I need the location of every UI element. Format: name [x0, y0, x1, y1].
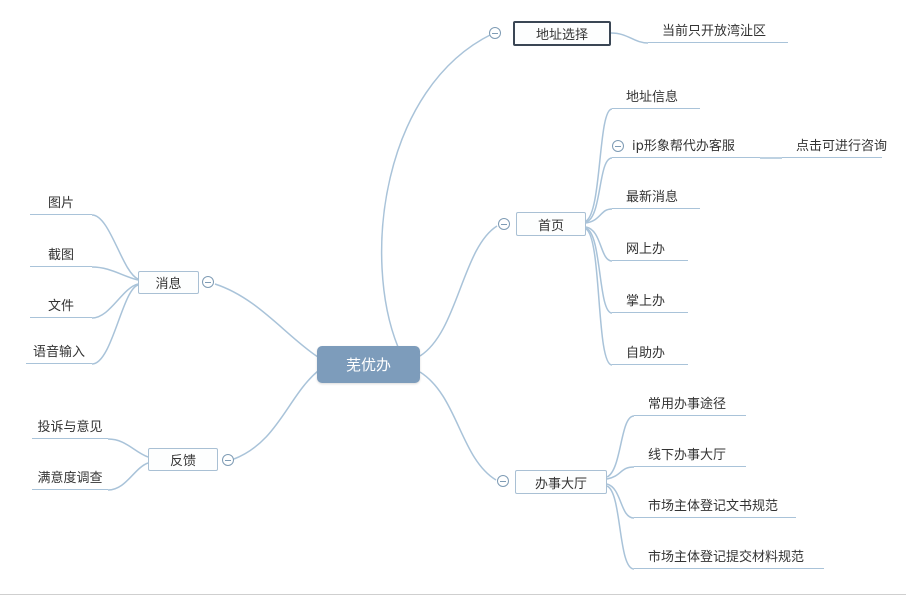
node-message-voice[interactable]: 语音输入	[26, 343, 92, 364]
edge-hall-child3	[606, 485, 635, 570]
collapse-icon-feedback[interactable]	[222, 454, 234, 466]
node-feedback-satisfaction[interactable]: 满意度调查	[32, 469, 108, 490]
node-message-screenshot[interactable]: 截图	[30, 246, 92, 267]
edge-root-feedback	[233, 370, 319, 460]
edge-home-child4	[585, 227, 613, 314]
node-address-select[interactable]: 地址选择	[513, 21, 611, 46]
node-home-online[interactable]: 网上办	[612, 240, 688, 261]
node-message-file[interactable]: 文件	[30, 297, 92, 318]
edge-root-hall	[419, 371, 497, 481]
edge-home-child2	[585, 208, 613, 224]
node-hall-common-ways[interactable]: 常用办事途径	[634, 395, 746, 416]
node-hall-doc-standard[interactable]: 市场主体登记文书规范	[634, 497, 796, 518]
node-feedback[interactable]: 反馈	[148, 448, 218, 471]
collapse-icon-address[interactable]	[489, 27, 501, 39]
root-node[interactable]: 芜优办	[317, 346, 420, 383]
node-home-ip-service[interactable]: ip形象帮代办客服	[612, 137, 760, 158]
collapse-icon-ip[interactable]	[612, 140, 624, 152]
edge-hall-child0	[606, 415, 635, 478]
collapse-icon-home[interactable]	[498, 218, 510, 230]
edge-home-child0	[585, 108, 613, 222]
node-hall-offline-hall[interactable]: 线下办事大厅	[634, 446, 746, 467]
node-hall-material-standard[interactable]: 市场主体登记提交材料规范	[634, 548, 824, 569]
edge-home-child5	[585, 228, 613, 366]
edge-message-child2	[91, 283, 139, 319]
node-ip-consult[interactable]: 点击可进行咨询	[782, 137, 887, 158]
node-home-address-info[interactable]: 地址信息	[612, 88, 700, 109]
node-home-mobile[interactable]: 掌上办	[612, 292, 688, 313]
edge-root-home	[419, 225, 498, 357]
edge-feedback-child0	[107, 438, 149, 458]
edge-home-child3	[585, 226, 613, 262]
node-home-latest-news[interactable]: 最新消息	[612, 188, 700, 209]
edge-home-child1	[585, 157, 613, 223]
node-hall[interactable]: 办事大厅	[515, 470, 607, 494]
collapse-icon-message[interactable]	[202, 276, 214, 288]
edge-hall-child2	[606, 483, 635, 519]
edge-address-note	[610, 32, 649, 44]
node-message-picture[interactable]: 图片	[30, 194, 92, 215]
edge-message-child0	[91, 214, 139, 280]
node-feedback-complaint[interactable]: 投诉与意见	[32, 418, 108, 439]
node-message[interactable]: 消息	[138, 271, 199, 294]
edge-root-message	[214, 283, 319, 358]
edge-message-child3	[91, 284, 139, 365]
node-address-note[interactable]: 当前只开放湾沚区	[648, 22, 788, 43]
node-home[interactable]: 首页	[516, 212, 586, 236]
edge-hall-child1	[606, 466, 635, 480]
node-home-selfservice[interactable]: 自助办	[612, 344, 688, 365]
collapse-icon-hall[interactable]	[497, 475, 509, 487]
edge-message-child1	[91, 266, 139, 281]
edge-root-address	[380, 33, 493, 348]
edge-feedback-child1	[107, 462, 149, 491]
